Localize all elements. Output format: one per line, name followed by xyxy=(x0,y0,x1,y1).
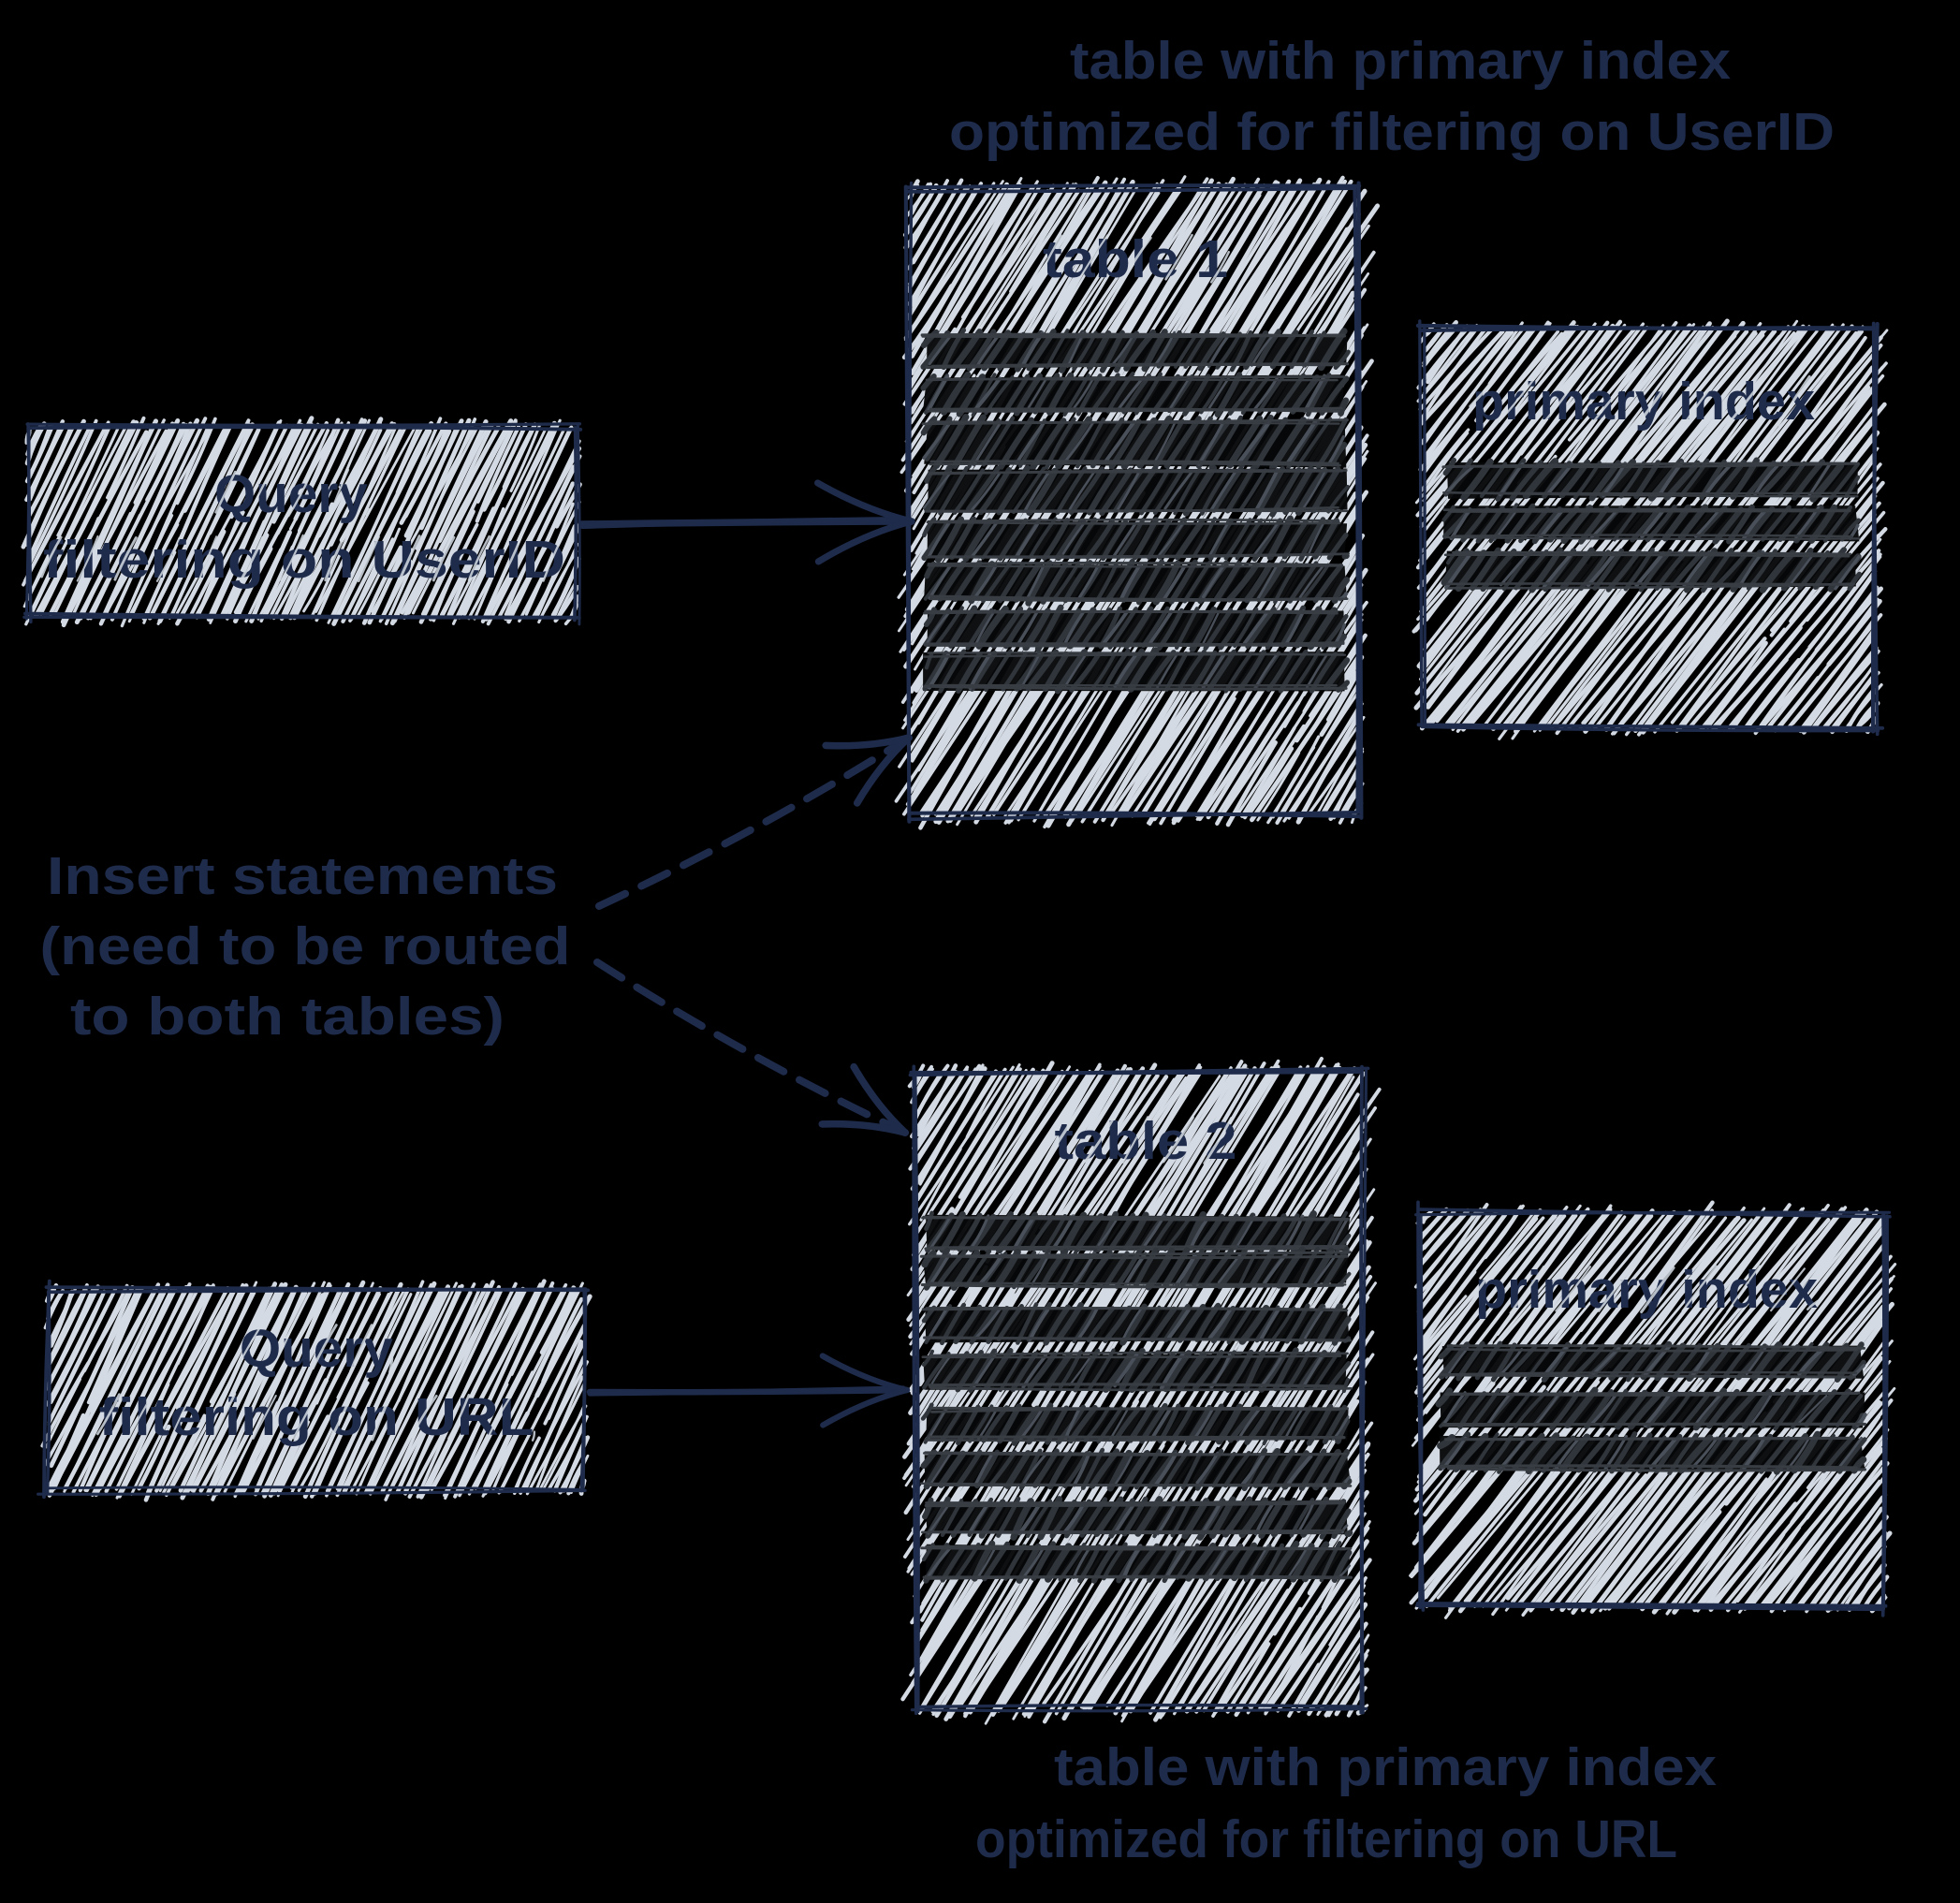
svg-text:table with primary index: table with primary index xyxy=(1070,31,1731,91)
svg-text:optimized for filtering on Use: optimized for filtering on UserID xyxy=(949,102,1835,162)
svg-text:Insert statements: Insert statements xyxy=(47,846,558,906)
svg-text:(need to be routed: (need to be routed xyxy=(40,916,571,976)
svg-text:table with primary index: table with primary index xyxy=(1054,1737,1717,1797)
svg-text:to both tables): to both tables) xyxy=(70,987,505,1047)
svg-text:primary index: primary index xyxy=(1472,372,1815,432)
svg-text:optimized for filtering on URL: optimized for filtering on URL xyxy=(975,1809,1677,1869)
svg-text:primary index: primary index xyxy=(1475,1260,1818,1320)
svg-text:Query: Query xyxy=(240,1319,393,1379)
svg-text:Query: Query xyxy=(214,464,368,524)
